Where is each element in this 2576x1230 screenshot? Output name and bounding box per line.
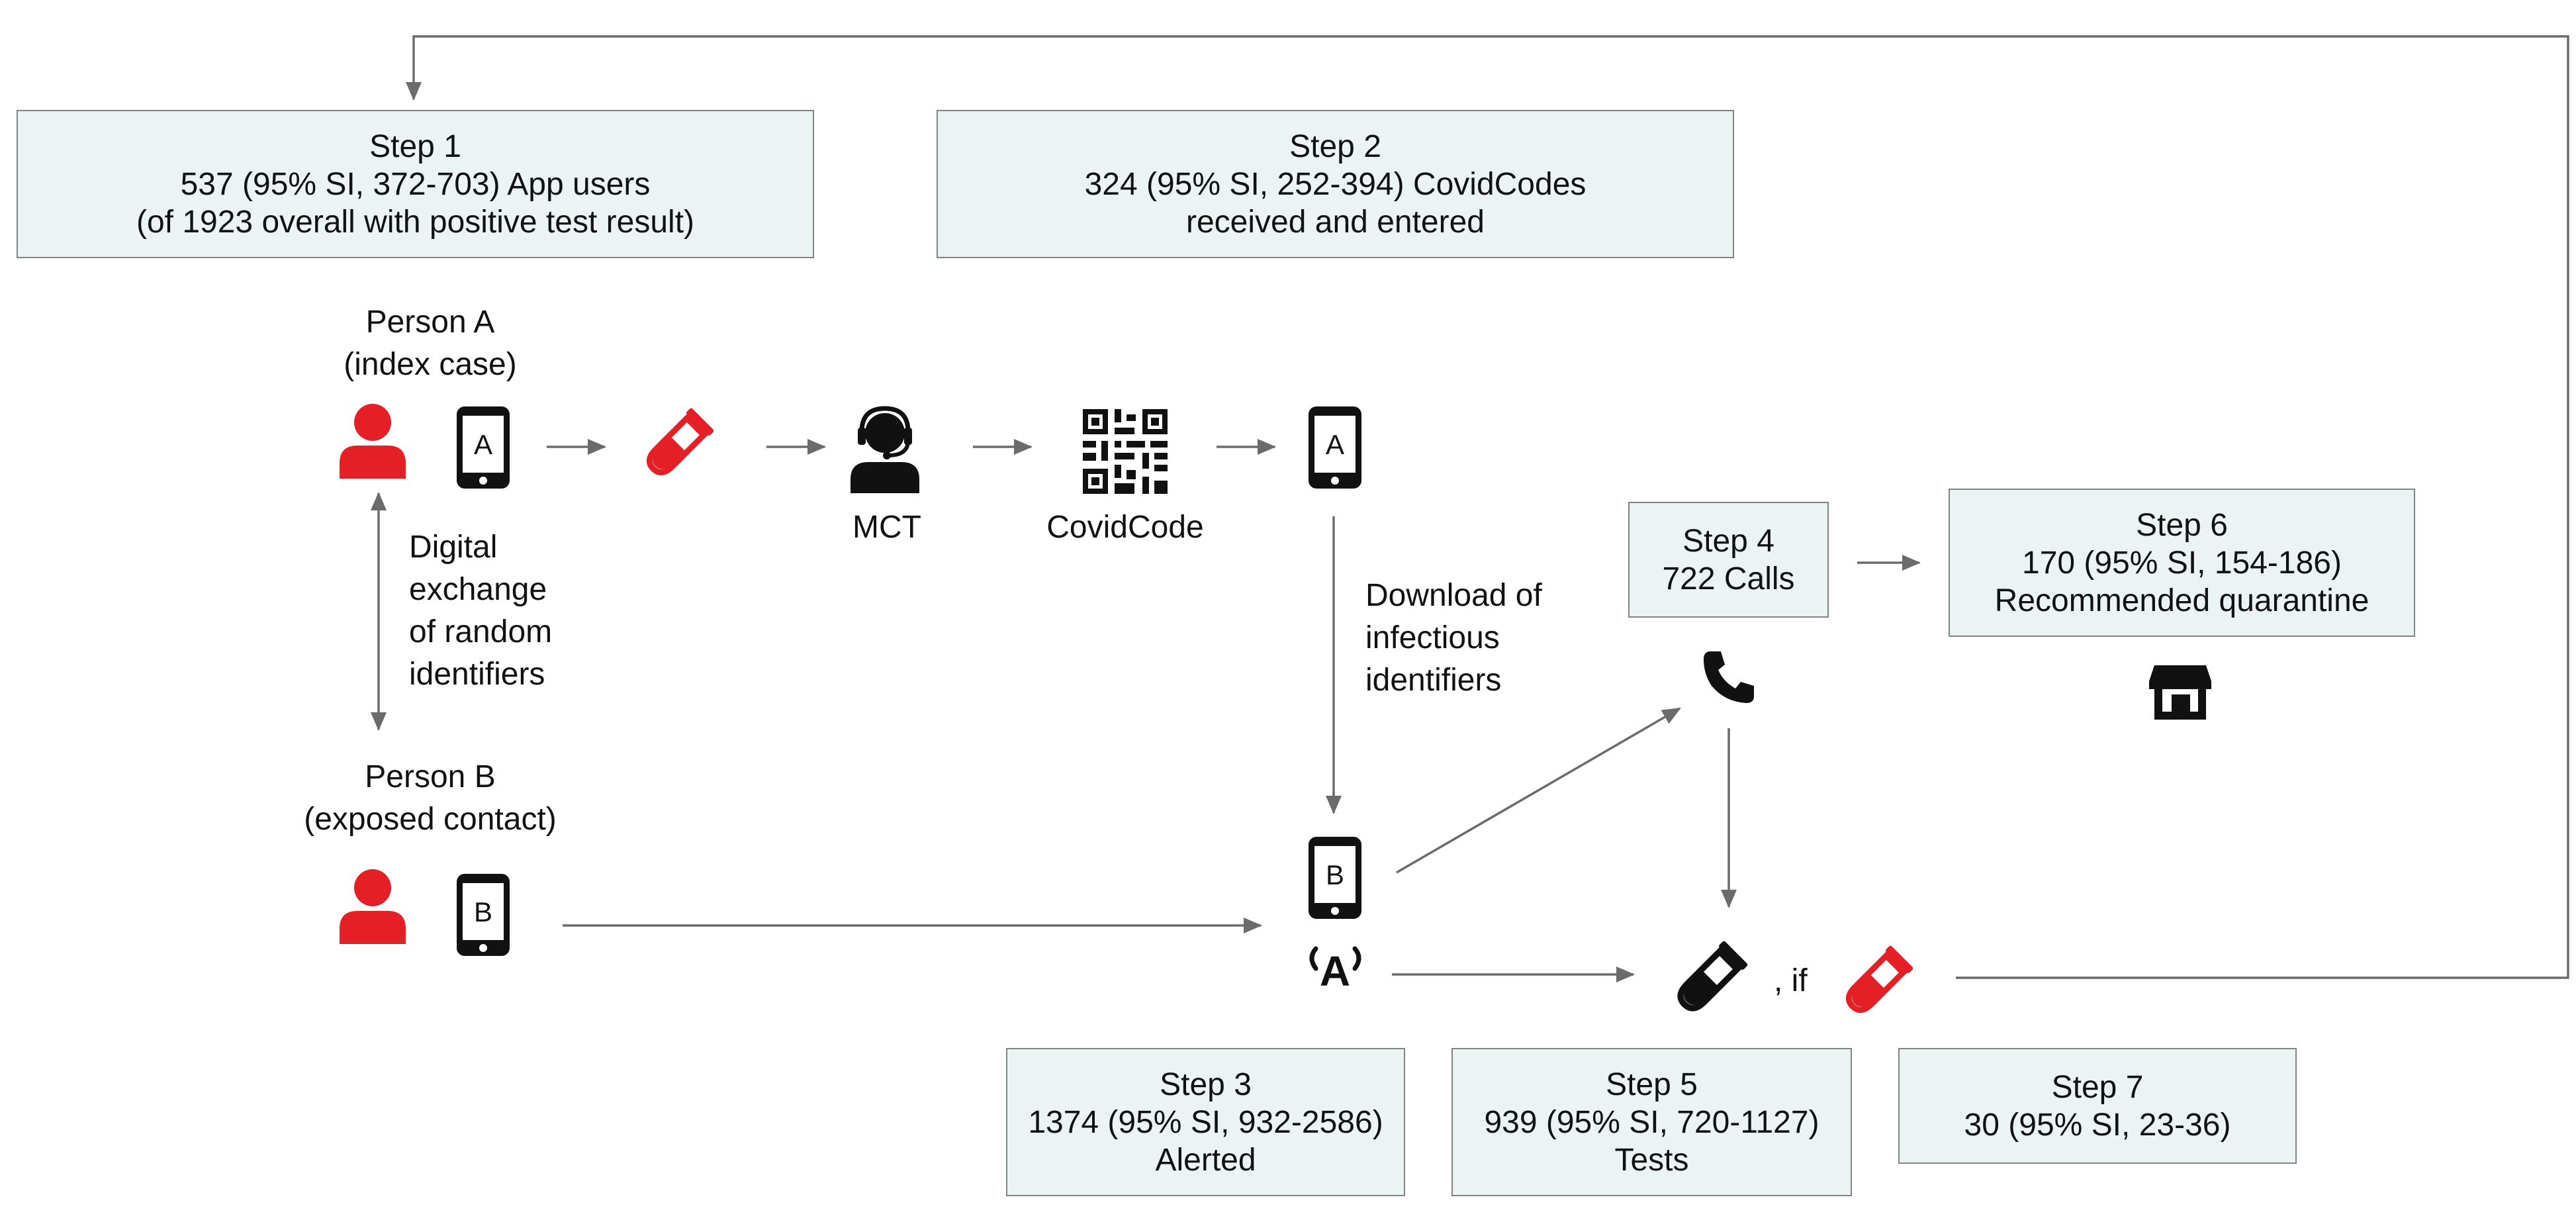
person-a-role: (index case) [344, 347, 517, 382]
headset-agent-icon [851, 406, 919, 493]
smartphone-a2-icon: A [1309, 406, 1361, 489]
step7-title: Step 7 [2051, 1069, 2144, 1105]
phone-a-letter: A [474, 429, 492, 460]
step7-box: Step 7 30 (95% SI, 23-36) [1898, 1048, 2297, 1164]
step2-title: Step 2 [1289, 128, 1381, 164]
download-label: Download of infectious identifiers [1365, 578, 1542, 698]
test-tube-red-icon [646, 408, 713, 476]
qr-code-icon [1083, 409, 1168, 494]
person-b-role: (exposed contact) [304, 802, 557, 837]
covidcode-label: CovidCode [1046, 510, 1204, 545]
arrow-feedback-loop [406, 35, 2569, 979]
step4-box: Step 4 722 Calls [1628, 502, 1829, 618]
person-a-name: Person A [365, 305, 495, 340]
telephone-icon [1704, 651, 1754, 703]
step5-box: Step 5 939 (95% SI, 720-1127) Tests [1451, 1048, 1852, 1196]
step4-title: Step 4 [1682, 523, 1774, 559]
phone-a2-letter: A [1326, 429, 1344, 460]
smartphone-b2-icon: B [1309, 837, 1361, 919]
test-tube-black-icon [1677, 941, 1747, 1012]
step4-value: 722 Calls [1662, 561, 1795, 596]
step5-value: 939 (95% SI, 720-1127) [1484, 1104, 1819, 1140]
if-label: , if [1774, 963, 1808, 998]
exchange-label: Digital exchange of random identifiers [409, 530, 553, 692]
step1-note: (of 1923 overall with positive test resu… [136, 204, 695, 240]
step3-value: 1374 (95% SI, 932-2586) [1028, 1104, 1383, 1140]
person-a-label: Person A (index case) [285, 301, 576, 386]
step3-title: Step 3 [1160, 1066, 1252, 1102]
quarantine-house-icon [2149, 665, 2211, 720]
phone-b-letter: B [474, 896, 492, 927]
step7-value: 30 (95% SI, 23-36) [1964, 1107, 2231, 1143]
arrow-phone-to-call [1396, 707, 1681, 874]
step2-box: Step 2 324 (95% SI, 252-394) CovidCodes … [937, 110, 1734, 258]
person-b-name: Person B [365, 759, 496, 794]
mct-label: MCT [852, 510, 921, 545]
phone-b2-letter: B [1326, 859, 1344, 890]
step5-title: Step 5 [1606, 1066, 1698, 1102]
smartphone-b-icon: B [457, 874, 510, 956]
person-b-icon [340, 869, 406, 944]
step6-title: Step 6 [2136, 507, 2228, 543]
step1-box: Step 1 537 (95% SI, 372-703) App users (… [17, 110, 814, 258]
step6-note: Recommended quarantine [1994, 583, 2369, 618]
step1-title: Step 1 [369, 128, 461, 164]
broadcast-icon: A [1309, 946, 1361, 993]
person-a-icon [340, 404, 406, 479]
smartphone-a-icon: A [457, 406, 510, 489]
step1-value: 537 (95% SI, 372-703) App users [180, 166, 651, 202]
step2-note: received and entered [1186, 204, 1485, 240]
person-b-label: Person B (exposed contact) [285, 756, 576, 841]
test-tube-red-positive-icon [1845, 945, 1913, 1014]
beacon-letter: A [1320, 947, 1350, 993]
step5-note: Tests [1614, 1142, 1689, 1178]
step3-box: Step 3 1374 (95% SI, 932-2586) Alerted [1006, 1048, 1405, 1196]
step6-box: Step 6 170 (95% SI, 154-186) Recommended… [1949, 489, 2415, 637]
step2-value: 324 (95% SI, 252-394) CovidCodes [1084, 166, 1587, 202]
step3-note: Alerted [1155, 1142, 1256, 1178]
step6-value: 170 (95% SI, 154-186) [2022, 545, 2342, 581]
